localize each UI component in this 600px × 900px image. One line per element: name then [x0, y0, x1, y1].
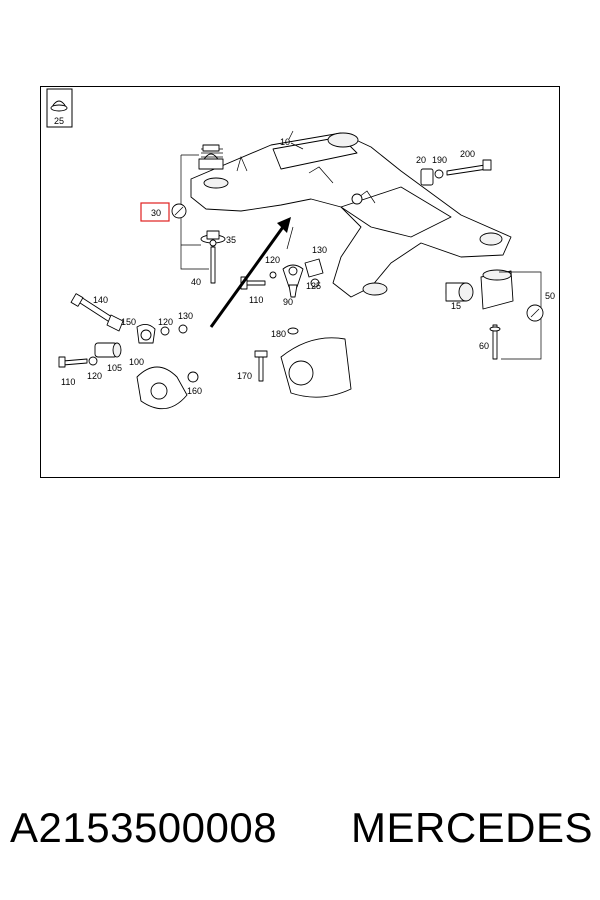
subframe-drawing: 25 10 20 190 200	[46, 88, 555, 410]
label-35: 35	[226, 235, 236, 245]
label-60: 60	[479, 341, 489, 351]
bolt-set-20-190-200	[420, 159, 492, 186]
highlight-box-30	[140, 202, 170, 222]
brand-name: MERCEDES	[351, 804, 594, 851]
label-130-a: 130	[178, 311, 193, 321]
label-125: 125	[306, 281, 321, 291]
arrow-head	[277, 217, 291, 233]
label-105: 105	[107, 363, 122, 373]
label-25: 25	[54, 116, 64, 126]
label-180: 180	[271, 329, 286, 339]
caption: A2153500008 MERCEDES	[0, 804, 600, 864]
label-170: 170	[237, 371, 252, 381]
mount-stack-30-35-40	[180, 144, 226, 284]
label-15: 15	[451, 301, 461, 311]
part-number: A2153500008	[10, 804, 278, 851]
label-140: 140	[93, 295, 108, 305]
label-90: 90	[283, 297, 293, 307]
label-10: 10	[280, 137, 290, 147]
label-110-b: 110	[249, 295, 263, 305]
arrow-line	[209, 226, 285, 328]
bracket-group-90	[240, 258, 324, 335]
label-160: 160	[187, 386, 202, 396]
rear-subframe	[190, 130, 512, 298]
label-120-c: 120	[87, 371, 102, 381]
bushing-15	[445, 282, 474, 302]
differential-housing-170	[254, 337, 352, 398]
rubber-mount-50-60	[480, 269, 544, 360]
label-30: 30	[151, 208, 161, 218]
label-120-a: 120	[158, 317, 173, 327]
label-200: 200	[460, 149, 475, 159]
label-120-b: 120	[265, 255, 280, 265]
label-130-b: 130	[312, 245, 327, 255]
part-25-callout: 25	[46, 88, 73, 128]
label-50: 50	[545, 291, 555, 301]
differential-bolt-group	[58, 293, 199, 410]
parts-diagram: 25 10 20 190 200	[40, 86, 560, 478]
label-40: 40	[191, 277, 201, 287]
label-100: 100	[129, 357, 144, 367]
label-20: 20	[416, 155, 426, 165]
label-190: 190	[432, 155, 447, 165]
label-110-a: 110	[61, 377, 75, 387]
label-150: 150	[121, 317, 136, 327]
